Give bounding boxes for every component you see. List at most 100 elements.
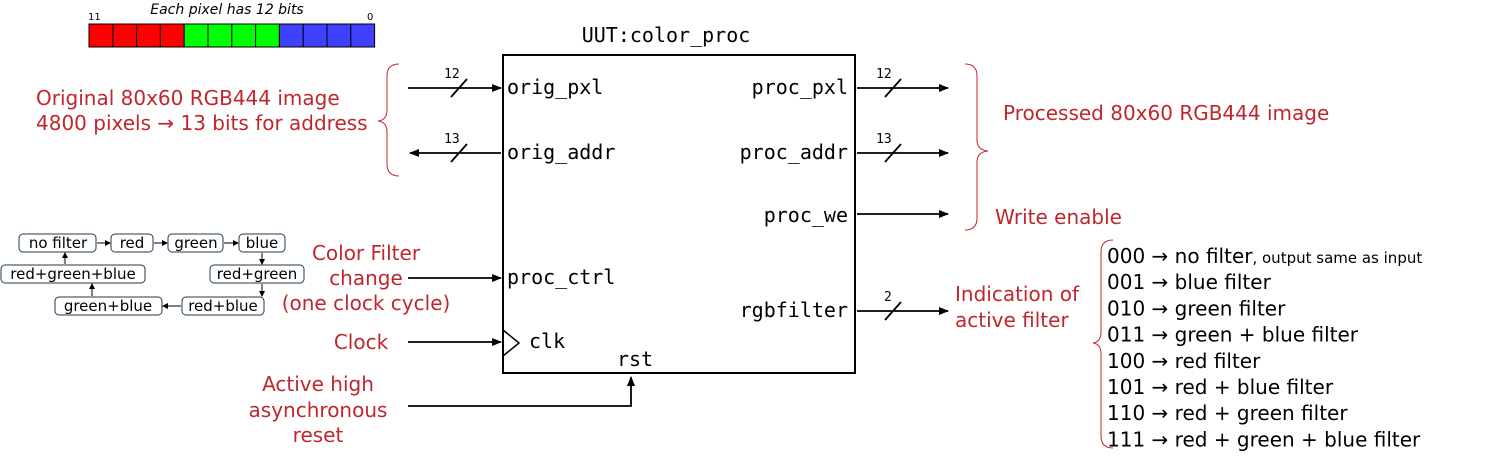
indication-line2: active filter	[955, 308, 1069, 332]
pixel-bit-cell	[88, 23, 114, 48]
pixel-bit-cell	[278, 23, 304, 48]
clock-triangle-icon	[502, 329, 521, 357]
filter-code-desc: red + green + blue filter	[1175, 427, 1421, 451]
reset-line1: Active high	[262, 372, 374, 396]
state-green: green	[174, 234, 217, 252]
block-body	[502, 54, 856, 374]
reset-line2: asynchronous	[249, 398, 388, 422]
uut-block: UUT:color_proc orig_pxl orig_addr proc_c…	[502, 23, 856, 374]
pixel-bit-cell	[136, 23, 161, 48]
pixel-bit-cell	[255, 23, 280, 48]
block-title: UUT:color_proc	[582, 23, 751, 47]
filter-code-row: 001 → blue filter	[1107, 270, 1272, 294]
filter-code-desc: red + green filter	[1175, 401, 1349, 425]
filter-code-row: 000 → no filter, output same as input	[1107, 244, 1422, 268]
filter-code-arrow-icon: →	[1145, 427, 1174, 451]
filter-code-value: 101	[1107, 375, 1145, 399]
filter-code-desc: green + blue filter	[1175, 323, 1359, 347]
state-red: red	[120, 234, 145, 252]
clock-label: Clock	[334, 330, 389, 354]
filter-cycle: no filter red green blue red+green red+b…	[0, 233, 305, 316]
braces	[377, 63, 1114, 449]
pixel-msb-label: 11	[88, 12, 101, 23]
filter-code-desc: no filter	[1175, 244, 1254, 268]
bus-slash-orig-pxl	[450, 78, 468, 98]
width-orig-pxl: 12	[444, 67, 460, 82]
port-proc-ctrl: proc_ctrl	[507, 265, 615, 289]
state-no-filter: no filter	[29, 234, 88, 252]
port-orig-pxl: orig_pxl	[507, 75, 603, 99]
reset-line3: reset	[293, 423, 344, 447]
color-filter-line3: (one clock cycle)	[282, 291, 451, 315]
state-box-red-green-blue	[0, 264, 146, 284]
port-rst: rst	[617, 347, 653, 371]
color-filter-line2: change	[329, 266, 403, 290]
filter-code-row: 111 → red + green + blue filter	[1107, 427, 1421, 451]
port-orig-addr: orig_addr	[507, 140, 615, 164]
filter-code-arrow-icon: →	[1145, 296, 1174, 320]
width-orig-addr: 13	[444, 132, 460, 147]
brace-filter-codes-icon	[1092, 239, 1114, 449]
bus-widths: 12 13 12 13 2	[444, 67, 892, 305]
filter-code-row: 010 → green filter	[1107, 296, 1286, 320]
color-filter-line1: Color Filter	[312, 241, 421, 265]
filter-code-arrow-icon: →	[1145, 244, 1174, 268]
port-rgbfilter: rgbfilter	[740, 298, 848, 322]
state-box-red	[110, 233, 154, 253]
port-proc-pxl: proc_pxl	[752, 75, 848, 99]
width-proc-addr: 13	[876, 132, 892, 147]
pixel-bit-cell	[350, 23, 376, 48]
bus-slash-proc-addr	[884, 143, 902, 163]
filter-code-desc: red filter	[1175, 349, 1261, 373]
filter-code-value: 111	[1107, 427, 1145, 451]
signal-wires	[408, 78, 949, 407]
filter-code-arrow-icon: →	[1145, 349, 1174, 373]
annotations: Original 80x60 RGB444 image 4800 pixels …	[36, 86, 1329, 447]
filter-code-value: 010	[1107, 296, 1145, 320]
pixel-format-caption: Each pixel has 12 bits	[150, 2, 303, 18]
pixel-bit-cell	[112, 23, 138, 48]
filter-code-row: 100 → red filter	[1107, 349, 1261, 373]
port-clk: clk	[529, 329, 565, 353]
state-box-red-blue	[181, 296, 265, 316]
filter-code-arrow-icon: →	[1145, 270, 1174, 294]
filter-code-value: 000	[1107, 244, 1145, 268]
filter-code-row: 110 → red + green filter	[1107, 401, 1348, 425]
state-box-green	[167, 233, 224, 253]
pixel-bit-cells	[88, 23, 376, 48]
input-image-line2: 4800 pixels → 13 bits for address	[36, 111, 368, 135]
filter-code-arrow-icon: →	[1145, 323, 1174, 347]
width-proc-pxl: 12	[876, 67, 892, 82]
state-red-blue: red+blue	[188, 297, 258, 315]
filter-code-desc: blue filter	[1175, 270, 1272, 294]
port-proc-addr: proc_addr	[740, 140, 848, 164]
port-proc-we: proc_we	[764, 203, 848, 227]
filter-code-value: 100	[1107, 349, 1145, 373]
pixel-lsb-label: 0	[367, 12, 373, 23]
wire-rst	[408, 376, 635, 407]
filter-code-desc: green filter	[1175, 296, 1286, 320]
pixel-bit-cell	[231, 23, 257, 48]
filter-code-note: , output same as input	[1252, 249, 1422, 267]
brace-output-image-icon	[964, 63, 989, 231]
filter-code-value: 001	[1107, 270, 1145, 294]
output-image-label: Processed 80x60 RGB444 image	[1003, 101, 1329, 125]
filter-code-value: 110	[1107, 401, 1145, 425]
bus-slash-rgbfilter	[884, 301, 902, 321]
filter-code-value: 011	[1107, 323, 1145, 347]
pixel-bit-cell	[302, 23, 328, 48]
state-blue: blue	[246, 234, 278, 252]
bus-slash-proc-pxl	[884, 78, 902, 98]
pixel-bit-cell	[207, 23, 233, 48]
filter-code-row: 011 → green + blue filter	[1107, 323, 1359, 347]
filter-code-arrow-icon: →	[1145, 375, 1174, 399]
pixel-bit-cell	[159, 23, 185, 48]
filter-code-list: 000 → no filter, output same as input001…	[1107, 244, 1422, 451]
write-enable-label: Write enable	[995, 205, 1122, 229]
bus-slash-orig-addr	[450, 143, 468, 163]
pixel-format: Each pixel has 12 bits 11 0	[88, 2, 376, 48]
state-box-no-filter	[18, 233, 97, 253]
filter-code-row: 101 → red + blue filter	[1107, 375, 1334, 399]
input-image-line1: Original 80x60 RGB444 image	[36, 86, 340, 110]
